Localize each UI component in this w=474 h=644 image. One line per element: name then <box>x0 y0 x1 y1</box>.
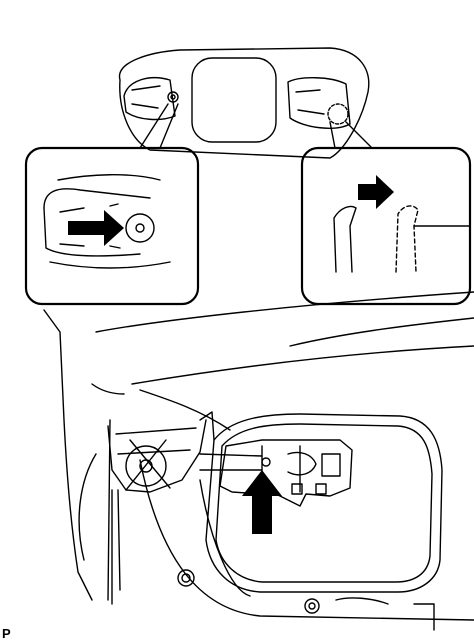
clip-dashed-indicator <box>327 103 349 125</box>
right-detail-callout <box>300 146 472 306</box>
arrow-right-icon <box>358 175 394 209</box>
door-panel <box>43 291 474 631</box>
left-detail-callout <box>24 146 200 306</box>
arrow-right-icon <box>68 210 124 246</box>
lock-mechanism <box>107 411 263 605</box>
door-handle-assembly <box>118 47 373 159</box>
arrow-up-icon <box>242 470 282 534</box>
figure-corner-label: P <box>2 626 11 641</box>
latch-bracket <box>219 439 353 507</box>
